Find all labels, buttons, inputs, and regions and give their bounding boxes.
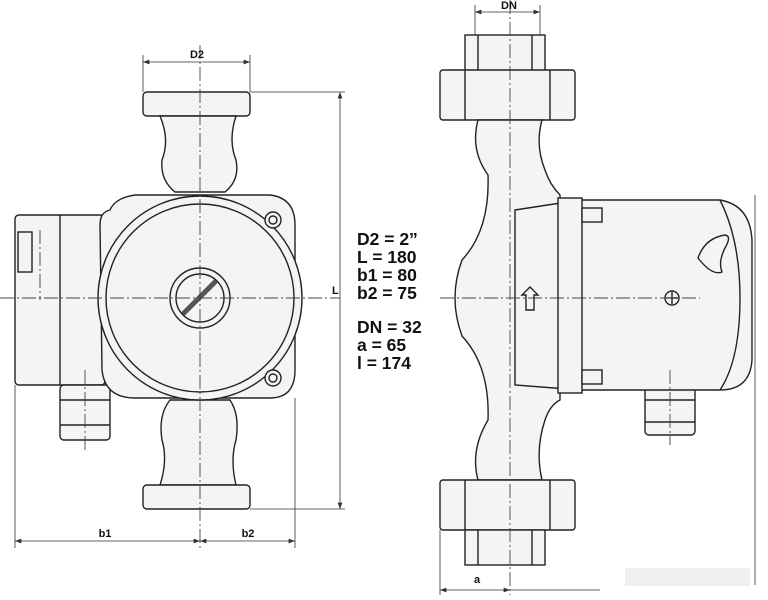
dim-label-b1: b1	[99, 528, 112, 540]
side-view	[439, 0, 753, 595]
motor-flange	[557, 197, 583, 394]
dim-label-b2: b2	[242, 528, 255, 540]
top-stem	[158, 115, 238, 193]
bolt-top	[264, 211, 282, 229]
dim-label-DN: DN	[501, 0, 517, 12]
top-flange	[142, 91, 251, 117]
front-dimensions: D2 L b1 b2	[14, 49, 345, 548]
spec-D2: D2 = 2”	[357, 229, 418, 249]
dim-label-a: a	[474, 574, 481, 586]
top-union-nut	[439, 69, 576, 121]
side-dimensions: DN a	[439, 0, 756, 595]
bottom-flange	[142, 484, 251, 510]
specification-list: D2 = 2” L = 180 b1 = 80 b2 = 75 DN = 32 …	[357, 230, 422, 372]
spec-b1: b1 = 80	[357, 265, 417, 285]
spec-l: l = 174	[357, 353, 412, 373]
speed-selector-knob	[697, 234, 730, 274]
flow-arrow-icon	[520, 286, 540, 311]
dim-label-L: L	[332, 285, 339, 297]
bottom-union-nut	[439, 479, 576, 531]
terminal-cover	[17, 231, 33, 273]
bottom-pipe	[464, 529, 546, 566]
spec-DN: DN = 32	[357, 317, 422, 337]
motor-housing	[514, 199, 753, 391]
spec-b2: b2 = 75	[357, 283, 417, 303]
bolt-bottom	[264, 369, 282, 387]
spec-a: a = 65	[357, 335, 407, 355]
front-view	[0, 45, 340, 548]
top-pipe	[464, 34, 546, 74]
spec-L: L = 180	[357, 247, 417, 267]
watermark	[625, 568, 750, 586]
bottom-stem	[159, 399, 238, 486]
dim-label-D2: D2	[190, 49, 204, 61]
